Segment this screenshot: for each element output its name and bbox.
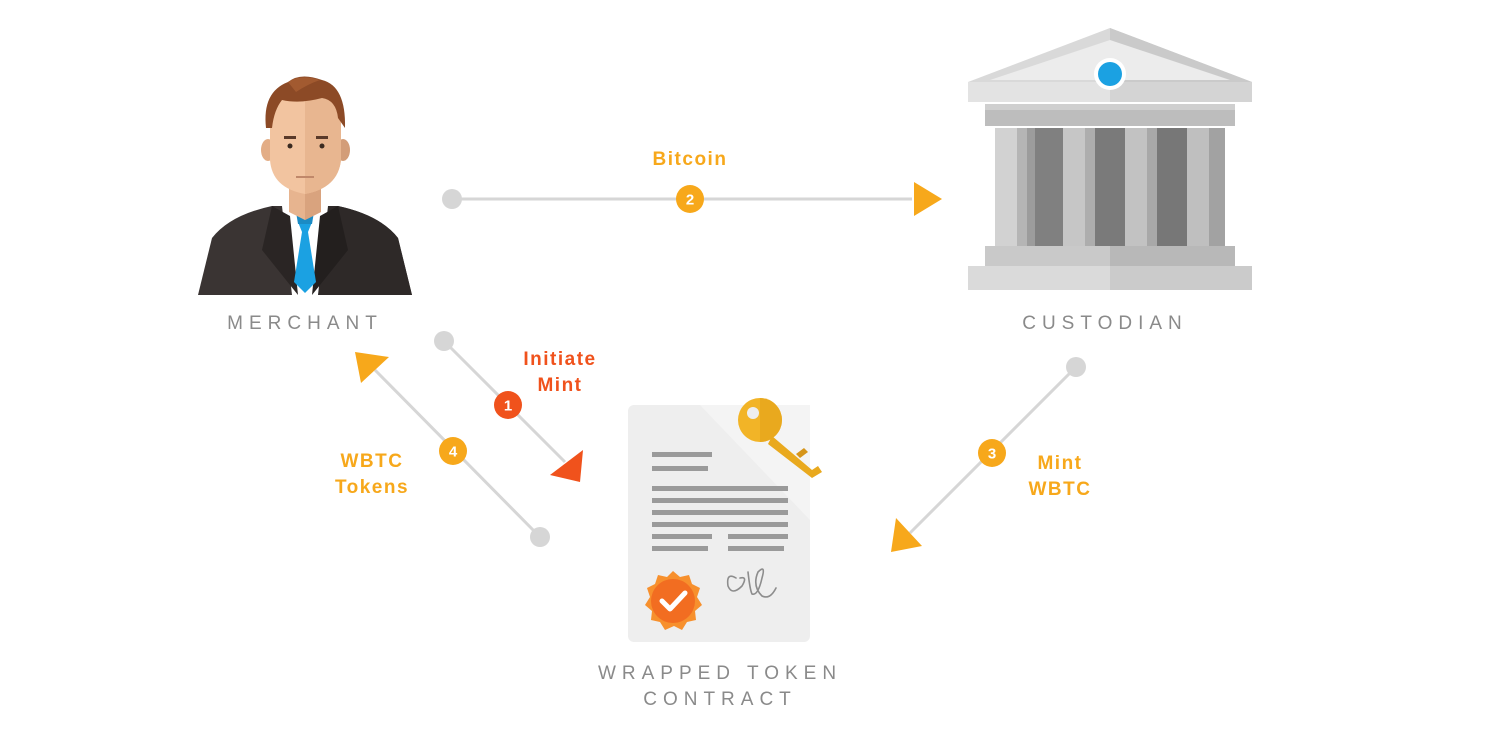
step-label-3-line2: WBTC [1028, 479, 1092, 500]
step-label-1: Initiate Mint [500, 347, 620, 399]
arrowhead-step-1 [550, 450, 583, 482]
merchant-label: MERCHANT [227, 313, 383, 334]
step-label-4: WBTC Tokens [312, 449, 432, 501]
step-label-4-line1: WBTC [340, 451, 404, 472]
arrowhead-step-2 [914, 182, 942, 216]
contract-label-line1: WRAPPED TOKEN [597, 663, 843, 684]
custodian-label: CUSTODIAN [1022, 313, 1188, 334]
bank-building-icon [968, 28, 1252, 290]
step-badge-4: 4 [439, 437, 467, 465]
key-icon [738, 398, 822, 478]
businessman-icon [198, 76, 412, 295]
step-number-2: 2 [686, 192, 694, 209]
step-label-2: Bitcoin [620, 147, 760, 173]
step-label-3: Mint WBTC [1000, 451, 1120, 503]
step-number-3: 3 [988, 446, 996, 463]
step-badge-1: 1 [494, 391, 522, 419]
arrowhead-step-4 [355, 352, 389, 383]
step-badge-2: 2 [676, 185, 704, 213]
step-label-1-line2: Mint [537, 375, 583, 396]
step-label-1-line1: Initiate [523, 349, 597, 370]
contract-label: WRAPPED TOKEN CONTRACT [560, 661, 880, 713]
contract-label-line2: CONTRACT [643, 689, 797, 710]
step-number-1: 1 [504, 398, 512, 415]
step-badge-3: 3 [978, 439, 1006, 467]
step-number-4: 4 [449, 444, 458, 461]
approval-seal-icon [645, 571, 702, 630]
arrowhead-step-3 [891, 518, 922, 552]
step-label-2-line1: Bitcoin [652, 149, 728, 170]
step-label-3-line1: Mint [1037, 453, 1083, 474]
step-label-4-line2: Tokens [334, 477, 410, 498]
